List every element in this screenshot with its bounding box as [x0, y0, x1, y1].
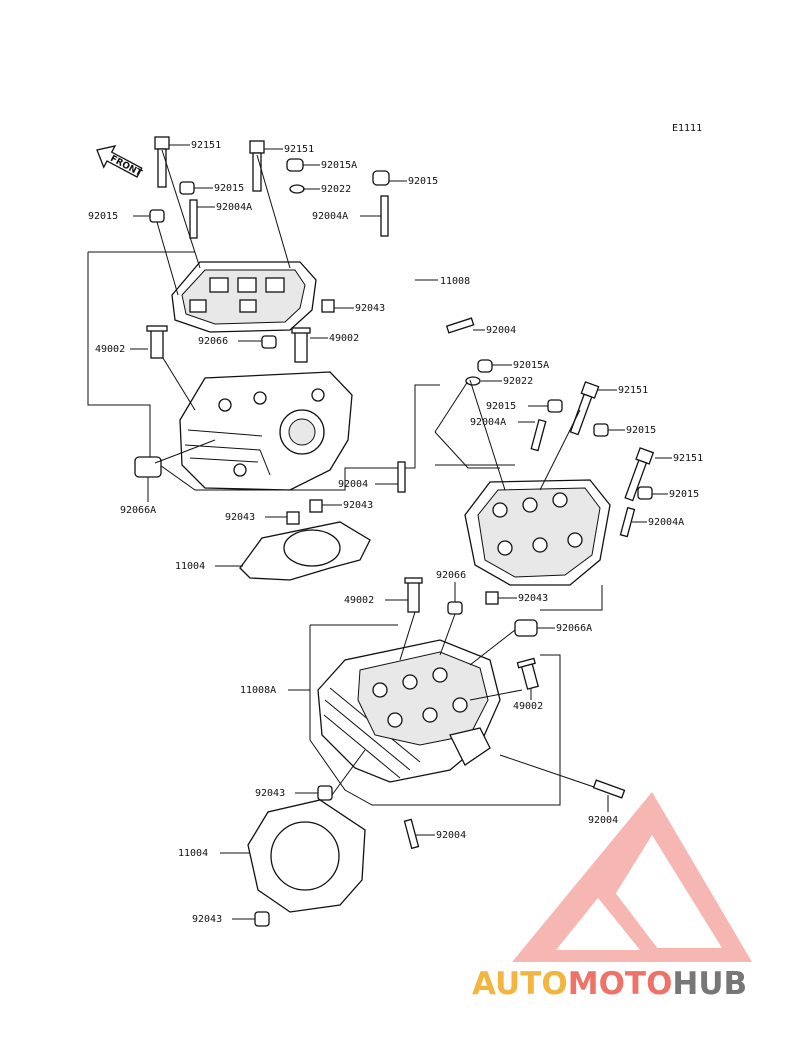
- part-label: 49002: [344, 595, 374, 606]
- plug-cap: [514, 619, 538, 637]
- part-label: 92015: [214, 183, 244, 194]
- part-label: 92015A: [321, 160, 357, 171]
- logo-text: AUTOMOTOHUB: [472, 966, 747, 1002]
- part-label: 92066A: [120, 505, 156, 516]
- leader-lines: [130, 144, 485, 567]
- front-cylinder-head: [179, 371, 353, 491]
- part-label: 92015: [669, 489, 699, 500]
- part-label: 11008: [440, 276, 470, 287]
- part-label: 92151: [618, 385, 648, 396]
- stud: [530, 418, 547, 452]
- stud: [619, 506, 636, 538]
- bolt: [624, 447, 655, 502]
- plug-cap: [134, 456, 162, 478]
- part-label: 49002: [95, 344, 125, 355]
- cap: [447, 601, 463, 615]
- part-label: 92004A: [312, 211, 348, 222]
- rear-cylinder-head: [317, 639, 501, 783]
- part-label: 49002: [513, 701, 543, 712]
- nut: [179, 181, 195, 195]
- nut: [637, 486, 653, 500]
- nut: [149, 209, 165, 223]
- bolt: [154, 136, 170, 188]
- washer: [289, 184, 305, 194]
- part-label: 92151: [673, 453, 703, 464]
- part-label: 92043: [192, 914, 222, 925]
- part-label: 92015: [486, 401, 516, 412]
- part-label: 92151: [284, 144, 314, 155]
- part-label: 92043: [343, 500, 373, 511]
- nut: [372, 170, 390, 186]
- part-label: 92004: [486, 325, 516, 336]
- part-label: 92066: [198, 336, 228, 347]
- part-label: 92004: [338, 479, 368, 490]
- part-label: 92022: [321, 184, 351, 195]
- part-label: 92043: [355, 303, 385, 314]
- part-label: 92066A: [556, 623, 592, 634]
- nut: [593, 423, 609, 437]
- part-label: 92015: [88, 211, 118, 222]
- front-label: FRONT: [108, 154, 144, 179]
- stud: [592, 779, 626, 799]
- part-label: 49002: [329, 333, 359, 344]
- part-label: 92022: [503, 376, 533, 387]
- part-label: 92043: [225, 512, 255, 523]
- dowel: [321, 299, 335, 313]
- part-label: 92043: [255, 788, 285, 799]
- dowel: [317, 785, 333, 801]
- valve-guide: [146, 325, 168, 359]
- stud: [397, 461, 406, 493]
- part-label: 92004A: [648, 517, 684, 528]
- diagram-code: E1111: [672, 123, 702, 134]
- part-label: 11004: [175, 561, 205, 572]
- dowel: [286, 511, 300, 525]
- front-head-gasket: [239, 521, 371, 581]
- bolt: [569, 381, 600, 436]
- part-label: 92066: [436, 570, 466, 581]
- stud: [189, 199, 198, 239]
- stud: [445, 317, 475, 334]
- automotohub-logo: [512, 792, 752, 962]
- bolt: [249, 140, 265, 192]
- logo-moto: MOTO: [568, 966, 673, 1002]
- part-label: 92004: [436, 830, 466, 841]
- rear-cam-holder: [464, 479, 611, 586]
- nut: [286, 158, 304, 172]
- nut: [547, 399, 563, 413]
- part-label: 92015A: [513, 360, 549, 371]
- valve-guide: [291, 327, 311, 363]
- valve-guide: [404, 577, 423, 613]
- part-label: 92151: [191, 140, 221, 151]
- part-label: 92015: [626, 425, 656, 436]
- part-label: 92004A: [470, 417, 506, 428]
- dowel: [309, 499, 323, 513]
- front-cam-holder: [171, 261, 317, 333]
- part-label: 92043: [518, 593, 548, 604]
- part-label: 92004A: [216, 202, 252, 213]
- part-label: 92004: [588, 815, 618, 826]
- logo-auto: AUTO: [472, 966, 568, 1002]
- nut: [477, 359, 493, 373]
- rear-head-gasket: [247, 799, 366, 913]
- dowel: [254, 911, 270, 927]
- valve-guide: [516, 657, 539, 690]
- front-arrow-icon: FRONT: [96, 145, 144, 179]
- part-label: 92015: [408, 176, 438, 187]
- washer: [465, 376, 481, 386]
- part-label: 11008A: [240, 685, 276, 696]
- dowel: [485, 591, 499, 605]
- logo-hub: HUB: [672, 966, 747, 1002]
- leader-lines: [220, 364, 672, 920]
- stud: [403, 818, 420, 850]
- stud: [380, 195, 389, 237]
- cap: [261, 335, 277, 349]
- part-label: 11004: [178, 848, 208, 859]
